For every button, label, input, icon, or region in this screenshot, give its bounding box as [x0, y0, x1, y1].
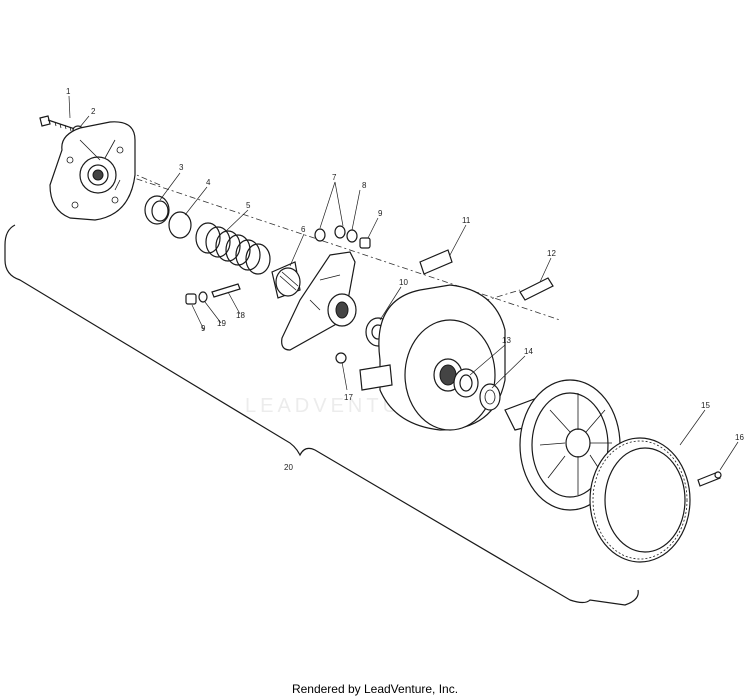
callout-4: 4	[206, 178, 211, 187]
ring-part	[479, 383, 501, 411]
render-credit: Rendered by LeadVenture, Inc.	[291, 682, 459, 696]
clip-part	[419, 249, 453, 275]
sheave-part	[359, 284, 506, 431]
small-washer-part	[198, 291, 208, 303]
callout-1: 1	[66, 87, 71, 96]
callout-19: 19	[217, 319, 226, 328]
callout-15: 15	[701, 401, 710, 410]
snap-ring-part	[168, 211, 192, 239]
callout-20: 20	[284, 463, 293, 472]
roller-pin-part	[314, 225, 358, 243]
exploded-parts-diagram: 1 2 3 4 5 6 7 8 9 9 10 11 12 13 14 15 16…	[4, 87, 744, 606]
center-axis-line	[109, 169, 561, 321]
callout-6: 6	[301, 225, 306, 234]
ring-gear-part	[589, 437, 691, 563]
callout-18: 18	[236, 311, 245, 320]
callout-7: 7	[332, 173, 337, 182]
callout-9-upper: 9	[378, 209, 383, 218]
cover-plate-part	[49, 121, 136, 221]
spring-part	[195, 222, 271, 275]
callout-14: 14	[524, 347, 533, 356]
callout-11: 11	[462, 216, 471, 225]
screw-part	[697, 471, 722, 487]
arm-bushing-part	[359, 237, 371, 249]
bushing-part	[144, 195, 170, 225]
callout-3: 3	[179, 163, 184, 172]
callout-16: 16	[735, 433, 744, 442]
callout-10: 10	[399, 278, 408, 287]
callout-9-lower: 9	[201, 324, 206, 333]
arm-part	[281, 251, 357, 351]
callout-12: 12	[547, 249, 556, 258]
callout-8: 8	[362, 181, 367, 190]
small-bushing-part	[185, 293, 197, 305]
bolt-part	[39, 115, 79, 132]
callout-13: 13	[502, 336, 511, 345]
roller-part	[271, 261, 301, 299]
callout-17: 17	[344, 393, 353, 402]
shaft-pin-part	[519, 277, 554, 301]
callout-5: 5	[246, 201, 251, 210]
pin-part	[211, 283, 241, 298]
callout-2: 2	[91, 107, 96, 116]
bearing-part	[453, 368, 479, 398]
nut-part	[335, 352, 347, 364]
group-bracket	[4, 224, 639, 606]
